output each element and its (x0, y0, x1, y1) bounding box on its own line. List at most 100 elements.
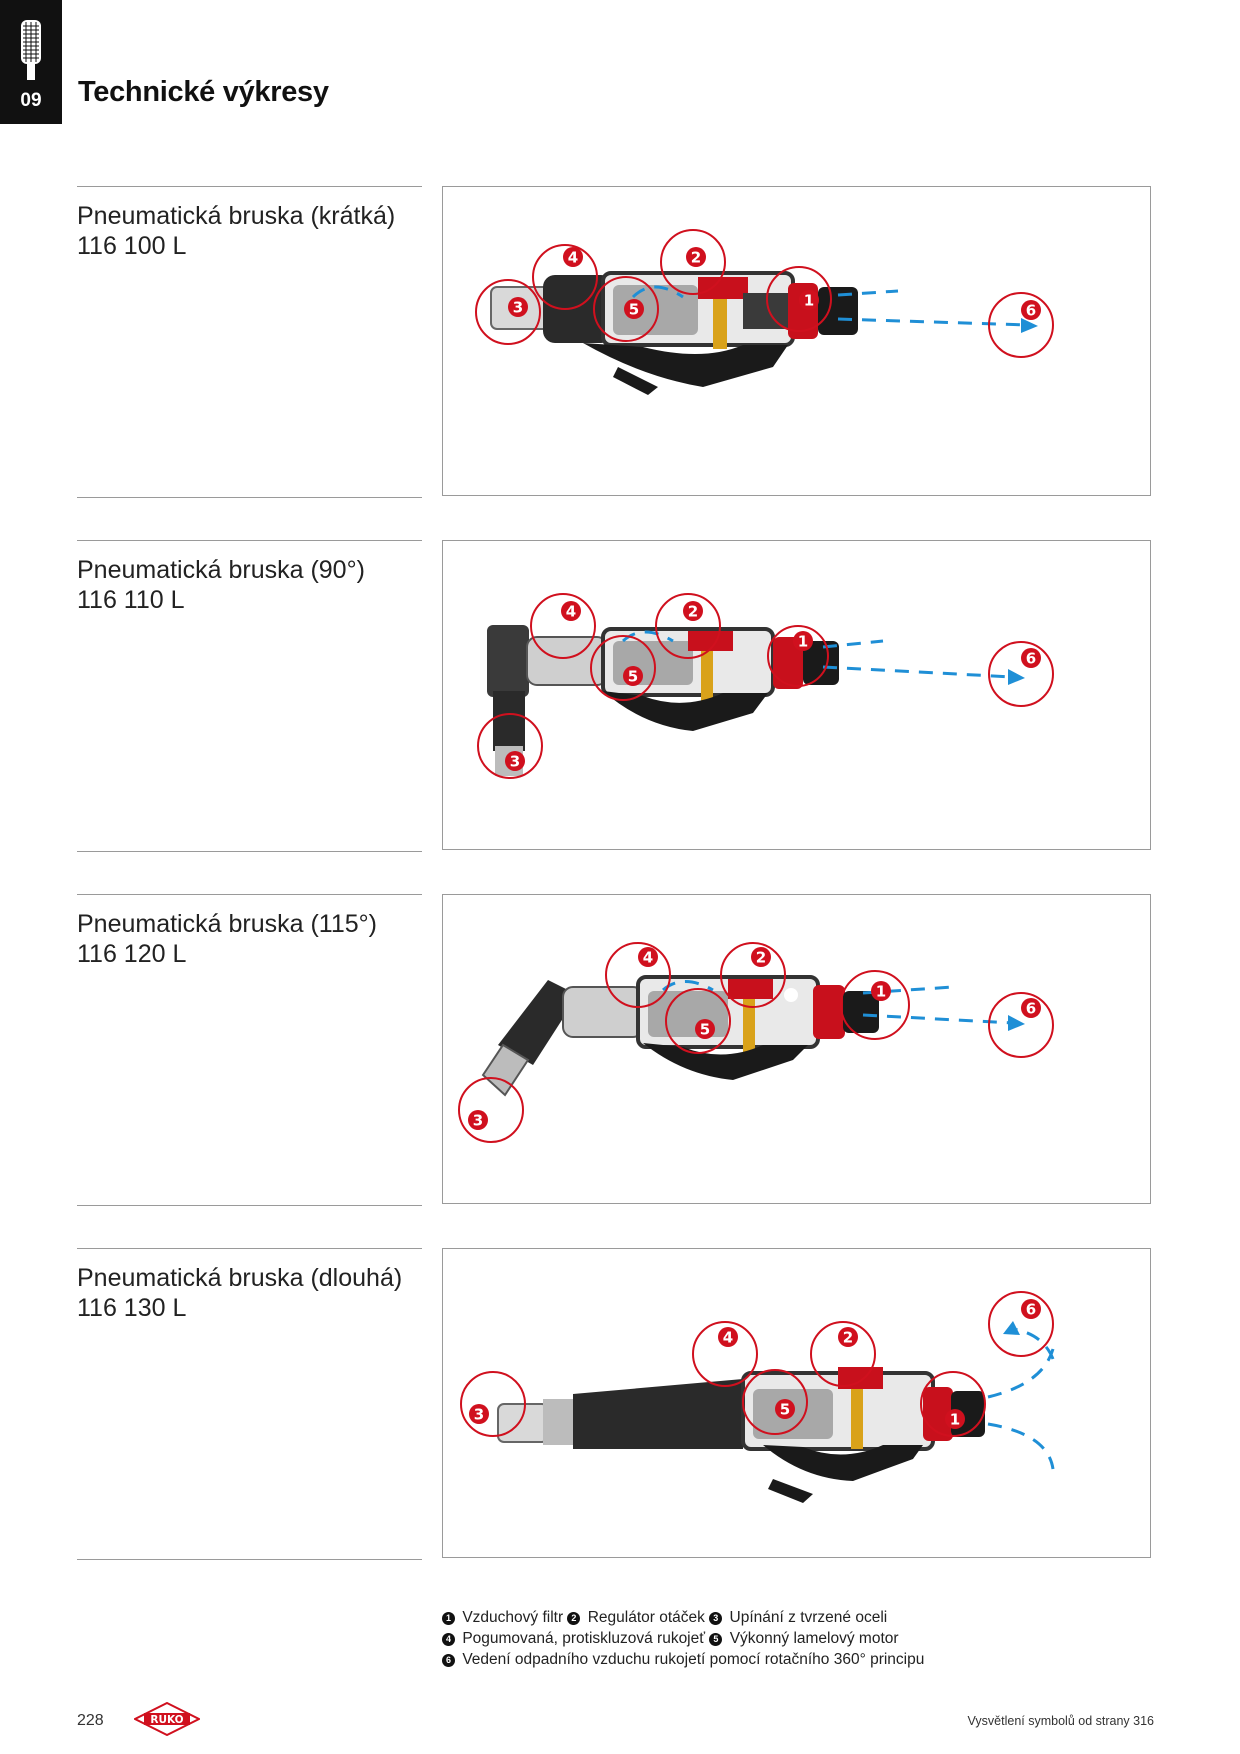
marker-6-label: 6 (1026, 1000, 1036, 1018)
grinder-body-illustration (481, 975, 879, 1097)
divider (77, 186, 422, 187)
marker-5-label: 5 (628, 668, 638, 686)
marker-6: 6 (1021, 648, 1041, 668)
long-grinder-cutaway-drawing: 3 4 2 5 1 6 (460, 1291, 1055, 1503)
angle-90-grinder-cutaway-drawing: 4 2 5 1 6 3 (477, 593, 1054, 779)
marker-5-label: 5 (629, 301, 639, 319)
marker-2: 2 (751, 947, 771, 967)
product-name: Pneumatická bruska (115°) (77, 910, 377, 938)
airflow-arrows (631, 285, 1029, 327)
airflow-arrows (662, 980, 1014, 1025)
legend-text: Pogumovaná, protiskluzová rukojeť (462, 1630, 706, 1647)
marker-6-label: 6 (1026, 302, 1036, 320)
legend-number: 3 (709, 1612, 723, 1625)
marker-1-label: 1 (876, 983, 886, 1001)
legend-text: Výkonný lamelový motor (729, 1630, 899, 1647)
legend-text: Vedení odpadního vzduchu rukojetí pomocí… (462, 1651, 925, 1668)
marker-2: 2 (683, 601, 703, 621)
divider (77, 1559, 422, 1560)
marker-5-label: 5 (780, 1401, 790, 1419)
marker-2-label: 2 (688, 603, 698, 621)
page-number: 228 (77, 1712, 104, 1729)
legend-number: 6 (442, 1654, 455, 1667)
marker-3: 3 (469, 1404, 489, 1424)
marker-1: 1 (799, 290, 819, 310)
product-name: Pneumatická bruska (dlouhá) (77, 1264, 403, 1292)
callout-circles (475, 229, 1054, 358)
legend: 1 Vzduchový filtr 2 Regulátor otáček 3 U… (442, 1607, 924, 1670)
product-90-grinder: Pneumatická bruska (90°) 116 110 L (77, 540, 1153, 852)
marker-6: 6 (1021, 998, 1041, 1018)
legend-line: 6 Vedení odpadního vzduchu rukojetí pomo… (442, 1649, 924, 1670)
short-grinder-cutaway-drawing: 3 4 2 5 1 6 (475, 229, 1054, 395)
divider (77, 497, 422, 498)
marker-2: 2 (686, 247, 706, 267)
symbols-note: Vysvětlení symbolů od strany 316 (967, 1714, 1154, 1728)
marker-2-label: 2 (843, 1329, 853, 1347)
marker-1: 1 (945, 1409, 965, 1429)
technical-drawing-frame: 3 4 2 5 1 6 (442, 186, 1151, 496)
technical-drawing-frame: 3 4 2 5 1 6 (442, 1248, 1151, 1558)
marker-2-label: 2 (756, 949, 766, 967)
marker-6: 6 (1021, 1299, 1041, 1319)
marker-3-label: 3 (474, 1406, 484, 1424)
marker-1-label: 1 (804, 292, 814, 310)
product-long-grinder: Pneumatická bruska (dlouhá) 116 130 L (77, 1248, 1153, 1560)
legend-number: 2 (567, 1612, 581, 1625)
marker-4-label: 4 (643, 949, 653, 967)
technical-drawing-frame: 4 2 5 1 6 3 (442, 894, 1151, 1204)
marker-5: 5 (623, 666, 643, 686)
product-code: 116 110 L (77, 586, 185, 614)
marker-1: 1 (871, 981, 891, 1001)
callout-circles (458, 942, 1054, 1143)
legend-number: 5 (709, 1633, 723, 1646)
product-name: Pneumatická bruska (90°) (77, 556, 365, 584)
airflow-arrows (987, 1327, 1055, 1470)
marker-6: 6 (1021, 300, 1041, 320)
chapter-number: 09 (20, 90, 42, 111)
divider (77, 1205, 422, 1206)
marker-4-label: 4 (566, 603, 576, 621)
marker-6-label: 6 (1026, 1301, 1036, 1319)
marker-4: 4 (718, 1327, 738, 1347)
callout-circles (460, 1291, 1054, 1437)
marker-6-label: 6 (1026, 650, 1036, 668)
divider (77, 1248, 422, 1249)
marker-4-label: 4 (568, 249, 578, 267)
marker-4: 4 (563, 247, 583, 267)
marker-3-label: 3 (473, 1112, 483, 1130)
product-115-grinder: Pneumatická bruska (115°) 116 120 L (77, 894, 1153, 1206)
product-code: 116 130 L (77, 1294, 187, 1322)
marker-3-label: 3 (510, 753, 520, 771)
product-short-grinder: Pneumatická bruska (krátká) 116 100 L (77, 186, 1153, 498)
marker-5: 5 (624, 299, 644, 319)
marker-2-label: 2 (691, 249, 701, 267)
chapter-tab: 09 (0, 0, 62, 124)
marker-1-label: 1 (950, 1411, 960, 1429)
marker-3: 3 (505, 751, 525, 771)
marker-4: 4 (561, 601, 581, 621)
technical-drawing-frame: 4 2 5 1 6 3 (442, 540, 1151, 850)
airflow-arrowhead (1008, 669, 1025, 685)
callout-circles (477, 593, 1054, 779)
marker-1-label: 1 (798, 633, 808, 651)
product-code: 116 120 L (77, 940, 187, 968)
marker-5: 5 (695, 1019, 715, 1039)
marker-5-label: 5 (700, 1021, 710, 1039)
product-code: 116 100 L (77, 232, 187, 260)
product-name: Pneumatická bruska (krátká) (77, 202, 396, 230)
marker-4-label: 4 (723, 1329, 733, 1347)
airflow-arrowhead (1021, 318, 1038, 333)
divider (77, 894, 422, 895)
ruko-logo-text: RUKO (150, 1714, 183, 1726)
angle-115-grinder-cutaway-drawing: 4 2 5 1 6 3 (458, 942, 1054, 1143)
legend-number: 1 (442, 1612, 455, 1625)
legend-line: 1 Vzduchový filtr 2 Regulátor otáček 3 U… (442, 1607, 924, 1628)
airflow-arrowhead (1008, 1015, 1025, 1031)
ruko-logo: RUKO (134, 1702, 200, 1736)
airflow-arrowhead (1003, 1321, 1020, 1335)
legend-line: 4 Pogumovaná, protiskluzová rukojeť 5 Vý… (442, 1628, 924, 1649)
marker-3: 3 (468, 1110, 488, 1130)
marker-3: 3 (508, 297, 528, 317)
divider (77, 851, 422, 852)
